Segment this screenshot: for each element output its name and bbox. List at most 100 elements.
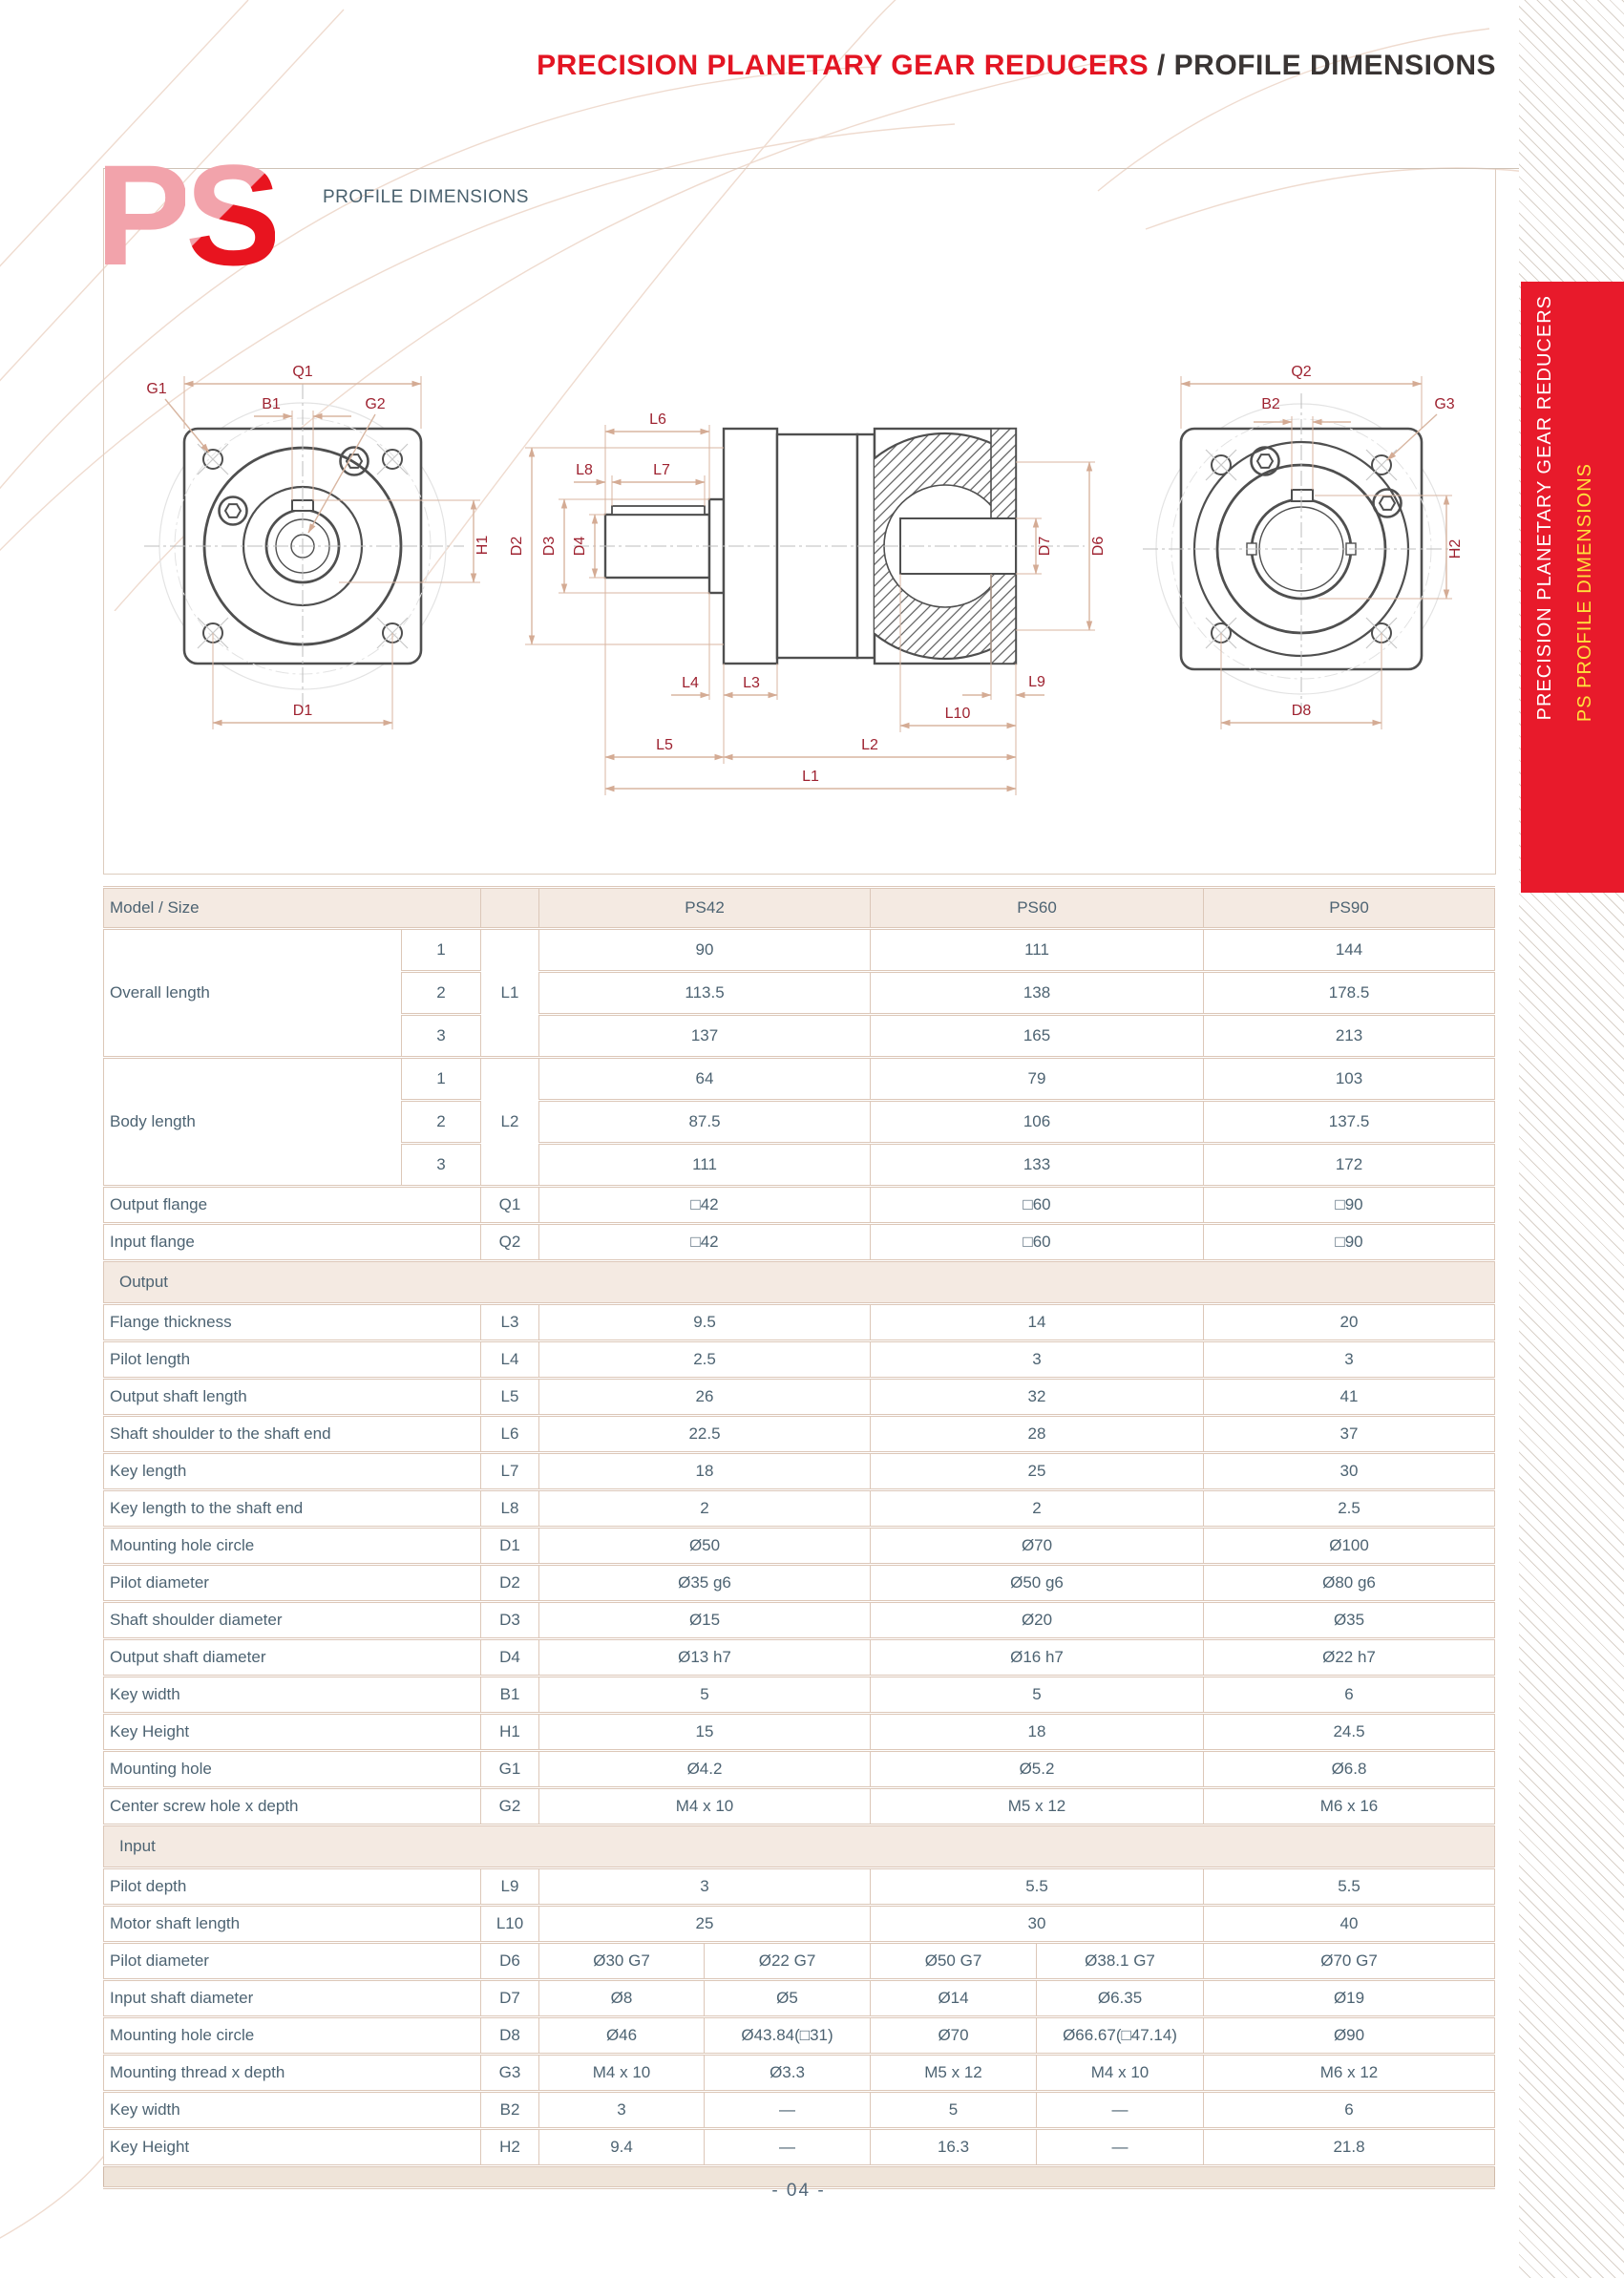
cell-value: Ø4.2 bbox=[538, 1749, 872, 1789]
section-header-output: Output bbox=[102, 1259, 1496, 1305]
dim-symbol: H1 bbox=[480, 1712, 540, 1752]
row-label: Key length to the shaft end bbox=[102, 1488, 482, 1529]
cell-value: 113.5 bbox=[538, 970, 872, 1016]
svg-text:L9: L9 bbox=[1028, 674, 1045, 690]
svg-text:B1: B1 bbox=[262, 396, 281, 412]
drawing-panel: Q1 G1 B1 G2 H1 D1 bbox=[103, 169, 1496, 875]
cell-value: 213 bbox=[1203, 1013, 1496, 1059]
table-row: 2 113.5 138 178.5 bbox=[104, 970, 1496, 1016]
header-ps42: PS42 bbox=[538, 886, 872, 930]
svg-text:L3: L3 bbox=[743, 675, 760, 691]
cell-value: 103 bbox=[1203, 1056, 1496, 1102]
header-model-size: Model / Size bbox=[102, 886, 482, 930]
dim-symbol: L10 bbox=[480, 1904, 540, 1944]
dimension-table: Model / Size PS42 PS60 PS90 Overall leng… bbox=[102, 886, 1496, 2189]
cell-value: M6 x 12 bbox=[1203, 2053, 1496, 2093]
cell-value: Ø30 G7 bbox=[538, 1941, 706, 1981]
svg-text:H1: H1 bbox=[475, 536, 491, 556]
page-title-series: PRECISION PLANETARY GEAR REDUCERS bbox=[537, 50, 1149, 81]
row-label: Key Height bbox=[102, 2127, 482, 2167]
stage-number: 2 bbox=[400, 970, 482, 1016]
svg-text:L4: L4 bbox=[682, 675, 699, 691]
cell-value: 2 bbox=[870, 1488, 1205, 1529]
svg-text:L1: L1 bbox=[802, 769, 819, 785]
cell-value: 64 bbox=[538, 1056, 872, 1102]
cell-value: Ø6.8 bbox=[1203, 1749, 1496, 1789]
cell-value: 106 bbox=[870, 1099, 1205, 1145]
section-view: L6 L7 L8 D2 D3 bbox=[509, 411, 1107, 795]
cell-value: 28 bbox=[870, 1414, 1205, 1454]
cell-value: Ø50 g6 bbox=[870, 1563, 1205, 1603]
cell-value: 21.8 bbox=[1203, 2127, 1496, 2167]
table-row: Body length 1 L2 64 79 103 bbox=[103, 1056, 1496, 1188]
stage-number: 3 bbox=[400, 1142, 482, 1188]
row-label: Mounting hole circle bbox=[102, 2015, 482, 2056]
series-logo: PS bbox=[95, 143, 281, 286]
svg-text:L7: L7 bbox=[653, 462, 670, 478]
svg-text:G3: G3 bbox=[1434, 396, 1454, 412]
table-row: 2 87.5 106 137.5 bbox=[104, 1099, 1496, 1145]
dim-symbol: D2 bbox=[480, 1563, 540, 1603]
row-label: Mounting hole bbox=[102, 1749, 482, 1789]
dim-symbol: L5 bbox=[480, 1377, 540, 1417]
cell-value: 9.5 bbox=[538, 1302, 872, 1342]
cell-value: 2 bbox=[538, 1488, 872, 1529]
dim-symbol: L1 bbox=[480, 927, 540, 1059]
dim-symbol: Q1 bbox=[480, 1185, 540, 1225]
cell-value: 30 bbox=[870, 1904, 1205, 1944]
dim-symbol: L4 bbox=[480, 1339, 540, 1380]
cell-value: 3 bbox=[870, 1339, 1205, 1380]
dim-symbol: L2 bbox=[480, 1056, 540, 1188]
row-label: Key length bbox=[102, 1451, 482, 1491]
header-rule bbox=[103, 168, 1519, 169]
row-label: Pilot diameter bbox=[102, 1941, 482, 1981]
cell-value: 165 bbox=[870, 1013, 1205, 1059]
cell-value: 9.4 bbox=[538, 2127, 706, 2167]
section-header-input: Input bbox=[102, 1824, 1496, 1869]
cell-value: 5.5 bbox=[1203, 1867, 1496, 1907]
dim-symbol: B2 bbox=[480, 2090, 540, 2130]
cell-value: 41 bbox=[1203, 1377, 1496, 1417]
cell-value: Ø5 bbox=[704, 1978, 872, 2018]
table-header-row: Model / Size PS42 PS60 PS90 bbox=[102, 886, 1496, 930]
cell-value: Ø50 bbox=[538, 1526, 872, 1566]
svg-text:G2: G2 bbox=[365, 396, 385, 412]
cell-value: 3 bbox=[538, 1867, 872, 1907]
svg-text:L2: L2 bbox=[861, 737, 878, 753]
cell-value: 137 bbox=[538, 1013, 872, 1059]
rear-view: Q2 B2 G3 H2 D8 bbox=[1143, 364, 1464, 729]
row-label: Key width bbox=[102, 2090, 482, 2130]
cell-value: Ø14 bbox=[870, 1978, 1038, 2018]
row-label: Input flange bbox=[102, 1222, 482, 1262]
row-label: Output flange bbox=[102, 1185, 482, 1225]
svg-text:D6: D6 bbox=[1090, 537, 1107, 557]
dim-symbol: L7 bbox=[480, 1451, 540, 1491]
cell-value: 172 bbox=[1203, 1142, 1496, 1188]
cell-value: Ø19 bbox=[1203, 1978, 1496, 2018]
cell-value: 18 bbox=[870, 1712, 1205, 1752]
row-label: Pilot length bbox=[102, 1339, 482, 1380]
dim-symbol: L9 bbox=[480, 1867, 540, 1907]
row-label: Shaft shoulder diameter bbox=[102, 1600, 482, 1640]
cell-value: 5 bbox=[870, 1675, 1205, 1715]
cell-value: Ø50 G7 bbox=[870, 1941, 1038, 1981]
rear-dimensions: Q2 B2 G3 H2 D8 bbox=[1180, 364, 1464, 729]
svg-text:D3: D3 bbox=[541, 537, 558, 557]
cell-value: 24.5 bbox=[1203, 1712, 1496, 1752]
dim-symbol: D8 bbox=[480, 2015, 540, 2056]
table-row: Output flange Q1 □42 □60 □90 bbox=[102, 1185, 1496, 1225]
dim-symbol: G3 bbox=[480, 2053, 540, 2093]
rear-hex-bolts bbox=[1250, 446, 1403, 518]
cell-value: 2.5 bbox=[1203, 1488, 1496, 1529]
svg-text:G1: G1 bbox=[146, 381, 166, 397]
cell-value: 144 bbox=[1203, 927, 1496, 973]
svg-text:D7: D7 bbox=[1037, 537, 1053, 557]
